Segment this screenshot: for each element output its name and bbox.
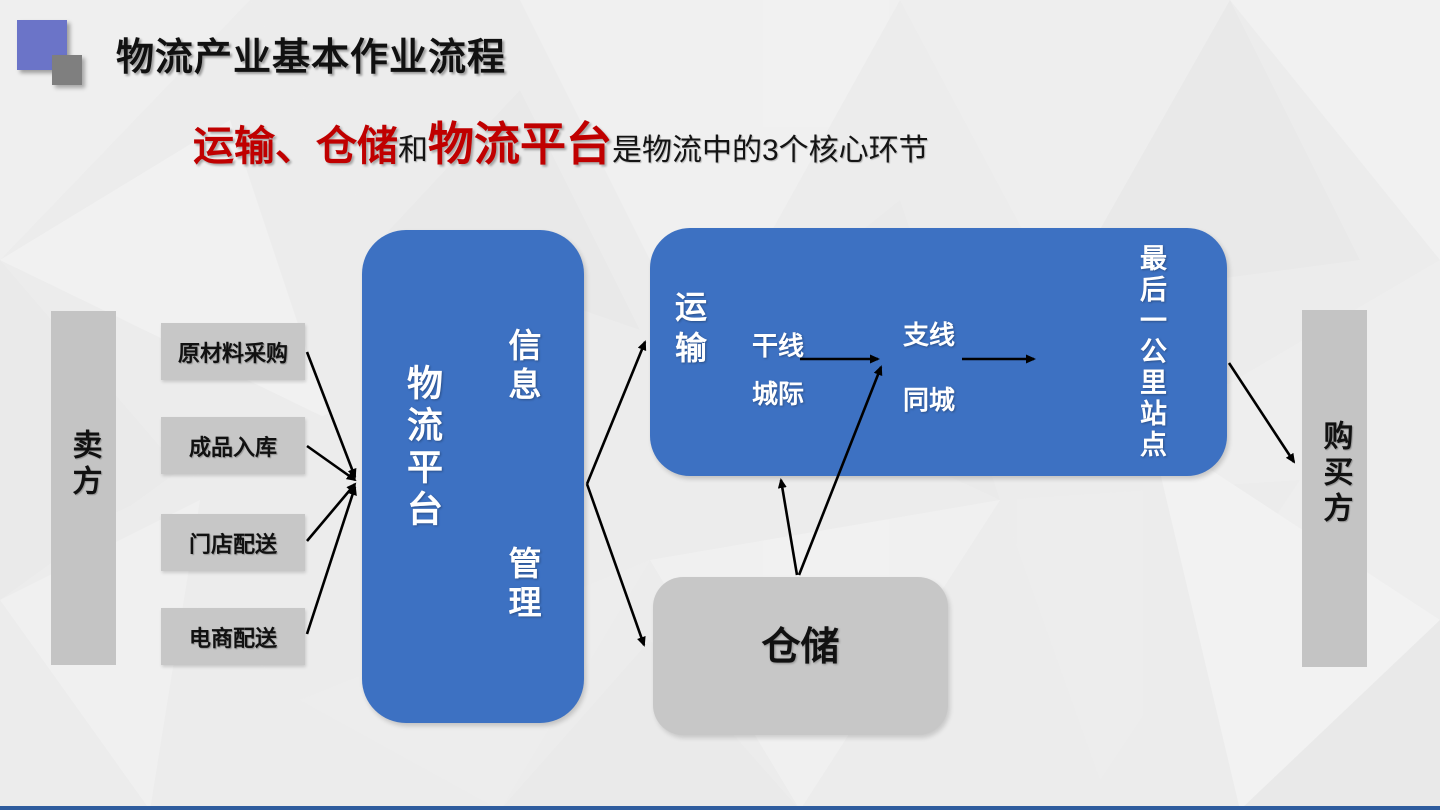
title-accent-gray-square-icon — [52, 55, 82, 85]
transport-title: 运输 — [671, 290, 707, 372]
stage-line: 同城 — [903, 385, 956, 415]
source-box-ecommerce-delivery: 电商配送 — [161, 608, 305, 665]
platform-manage-label: 管理 — [504, 546, 541, 624]
subtitle-tail: 是物流中的3个核心环节 — [612, 134, 929, 167]
footer-accent-line — [0, 806, 1440, 810]
page-title: 物流产业基本作业流程 — [116, 37, 507, 79]
stage-line: 干线 — [752, 331, 805, 361]
platform-info-label: 信息 — [504, 328, 541, 406]
seller-bar: 卖方 — [51, 311, 116, 665]
source-box-label: 门店配送 — [188, 531, 277, 557]
source-box-raw-material: 原材料采购 — [161, 323, 305, 380]
stage-line: 支线 — [903, 320, 956, 350]
stage-line: 城际 — [752, 379, 805, 409]
logistics-platform-box — [362, 230, 584, 723]
subtitle: 运输、仓储 和 物流平台 是物流中的3个核心环节 — [193, 108, 929, 172]
buyer-bar: 购买方 — [1302, 310, 1367, 667]
transport-box — [650, 228, 1227, 476]
source-box-finished-goods: 成品入库 — [161, 417, 305, 474]
seller-label: 卖方 — [67, 429, 101, 501]
buyer-label: 购买方 — [1318, 419, 1352, 528]
warehouse-box: 仓储 — [653, 577, 948, 735]
warehouse-label: 仓储 — [761, 626, 840, 669]
transport-stage-trunk: 干线 城际 — [752, 322, 804, 418]
source-box-store-delivery: 门店配送 — [161, 514, 305, 571]
transport-stage-branch: 支线 同城 — [903, 303, 955, 433]
source-box-label: 电商配送 — [188, 625, 277, 651]
platform-title: 物流平台 — [402, 364, 443, 532]
subtitle-red-transport-warehouse: 运输、仓储 — [193, 123, 398, 169]
transport-stage-last-mile: 最后一公里站点 — [1136, 244, 1166, 461]
subtitle-and: 和 — [398, 134, 428, 167]
subtitle-red-platform: 物流平台 — [428, 118, 612, 170]
source-box-label: 成品入库 — [188, 434, 277, 460]
source-box-label: 原材料采购 — [177, 340, 288, 366]
